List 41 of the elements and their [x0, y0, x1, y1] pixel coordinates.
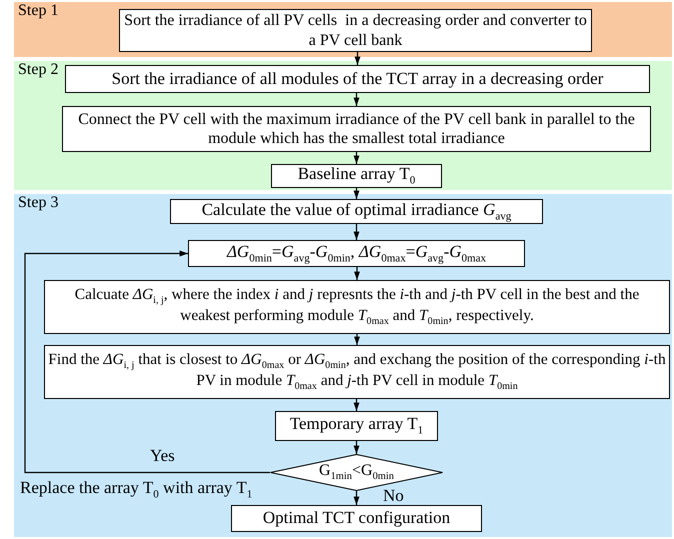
- arrow: [354, 267, 360, 280]
- step-band: [14, 194, 672, 537]
- arrow: [354, 491, 360, 505]
- arrow: [354, 399, 360, 411]
- process-box: [65, 65, 650, 93]
- step-text: Sort the irradiance of all PV cells in a decreasing order and converter to a PV cell bank: [123, 11, 588, 50]
- step-heading: Step 2: [18, 61, 58, 79]
- step-text: Calculate the value of optimal irradiance G$_{avg}$: [202, 200, 512, 224]
- edge-label: No: [383, 486, 404, 506]
- process-box: [275, 411, 438, 441]
- step-band: [14, 2, 672, 57]
- arrow: [24, 250, 270, 474]
- arrow: [354, 152, 360, 164]
- process-box: [188, 240, 525, 267]
- step-text: Connect the PV cell with the maximum irradiance of the PV cell bank in parallel to the module which has the smallest total irradiance: [77, 110, 636, 148]
- edge-label: Yes: [150, 446, 175, 466]
- process-box: [170, 199, 543, 224]
- arrow: [354, 334, 360, 345]
- process-box: [231, 505, 482, 532]
- step-heading: Step 1: [18, 2, 58, 20]
- arrow: [354, 188, 360, 199]
- arrow: [354, 441, 360, 454]
- step-text: Baseline array T$_{0}$: [298, 164, 416, 188]
- step-text: Temporary array T$_{1}$: [290, 414, 424, 438]
- note-text: Replace the array T$_{0}$ with array T$_{1}$: [20, 478, 252, 500]
- step-text: Optimal TCT configuration: [262, 508, 450, 529]
- step-text: Sort the irradiance of all modules of the TCT array in a decreasing order: [112, 68, 604, 90]
- condition-text: G$_{1min}$<G$_{0min}$: [319, 462, 394, 483]
- decision-diamond: [270, 454, 443, 491]
- step-band: [14, 61, 672, 190]
- step-heading: Step 3: [18, 194, 58, 212]
- process-box: [44, 345, 670, 399]
- process-box: [271, 164, 442, 188]
- arrow: [354, 52, 360, 65]
- step-text: Calcuate ΔG$_{i, j}$, where the index i and j represnts the i-th and j-th PV cell in the best and the weakest performing module T$_{0max}$ and T$_{0min}$, respectively.: [74, 286, 640, 328]
- step-text: ΔG$_{0min}$=G$_{avg}$-G$_{0min}$, ΔG$_{0max}$=G$_{avg}$-G$_{0max}$: [226, 242, 486, 266]
- step-text: Find the ΔG$_{i, j}$ that is closest to ΔG$_{0max}$ or ΔG$_{0min}$, and exchang the position of the corresponding i-th PV in module T$_{0max}$ and j-th PV cell in module T$_{0min}$: [48, 350, 666, 394]
- process-box: [62, 106, 651, 152]
- arrow: [354, 93, 360, 106]
- process-box: [44, 280, 670, 334]
- arrow: [354, 224, 360, 240]
